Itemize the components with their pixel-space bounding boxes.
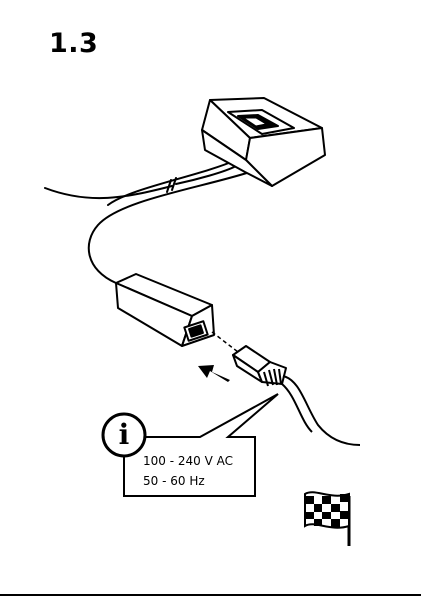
checkered-flag-icon [305, 492, 349, 546]
power-plug [233, 346, 286, 386]
connection-guide [212, 332, 238, 352]
insert-arrow [198, 365, 230, 382]
adapter-cable [89, 172, 250, 283]
voltage-spec: 100 - 240 V AC [143, 454, 233, 468]
mains-cable [283, 376, 360, 445]
frequency-spec: 50 - 60 Hz [143, 474, 205, 488]
dock-cable-right [176, 166, 236, 184]
power-adapter [116, 274, 214, 346]
dock-cable-left [45, 186, 172, 198]
info-icon: i [111, 418, 137, 452]
